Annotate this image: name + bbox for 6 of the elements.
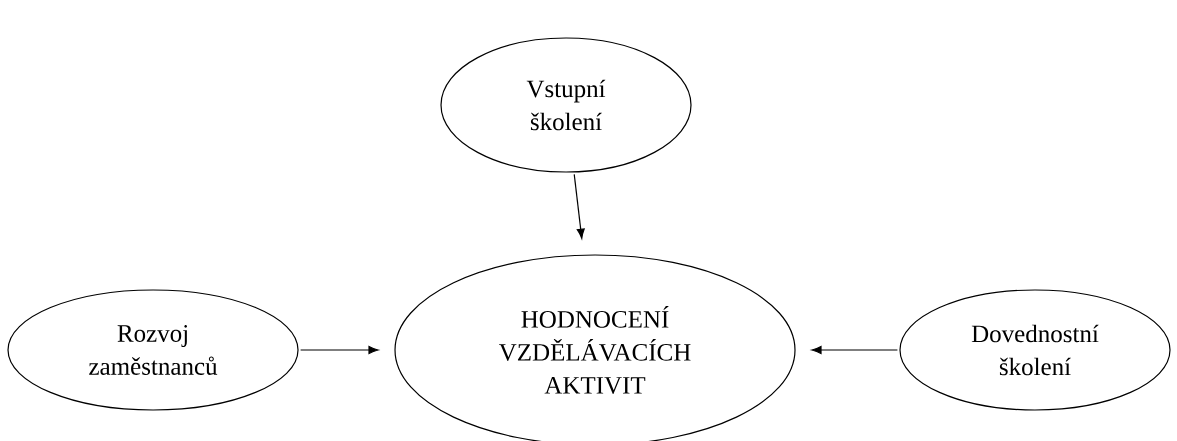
arrow <box>573 173 585 239</box>
ellipse-node: Dovednostní školení <box>899 289 1171 411</box>
arrow <box>811 345 898 355</box>
ellipse-node: Rozvoj zaměstnanců <box>7 289 299 411</box>
ellipse-node: Vstupní školení <box>440 37 692 173</box>
arrow <box>300 345 379 355</box>
